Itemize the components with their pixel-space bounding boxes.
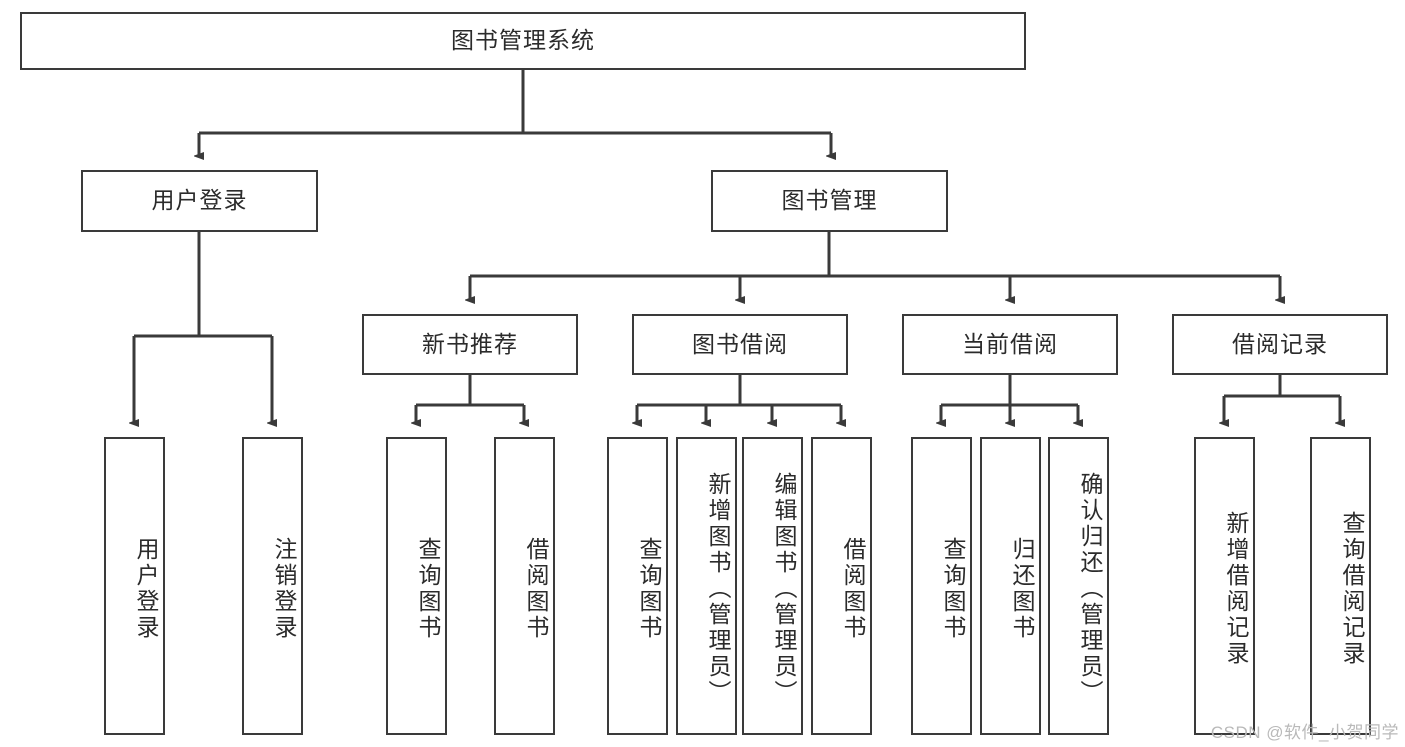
leaf-query-borrow-record[interactable]: 查询借阅记录 [1310, 437, 1371, 735]
node-label: 新增图书（管理员） [705, 472, 731, 706]
node-label: 确认归还（管理员） [1077, 472, 1103, 706]
node-label: 新书推荐 [422, 330, 518, 357]
node-label: 借阅图书 [840, 537, 866, 641]
csdn-watermark: CSDN @软件_小贺同学 [1210, 723, 1399, 742]
node-label: 图书管理系统 [451, 27, 595, 54]
node-label: 查询图书 [415, 537, 441, 641]
leaf-logout-login[interactable]: 注销登录 [242, 437, 303, 735]
node-label: 当前借阅 [962, 330, 1058, 357]
node-label: 用户登录 [151, 187, 248, 214]
leaf-add-borrow-record[interactable]: 新增借阅记录 [1194, 437, 1255, 735]
leaf-return-book[interactable]: 归还图书 [980, 437, 1041, 735]
leaf-query-book-borrow[interactable]: 查询图书 [607, 437, 668, 735]
leaf-user-login[interactable]: 用户登录 [104, 437, 165, 735]
node-label: 图书借阅 [692, 330, 788, 357]
leaf-borrow-book-recommend[interactable]: 借阅图书 [494, 437, 555, 735]
node-user-login[interactable]: 用户登录 [81, 170, 318, 232]
node-new-book-recommend[interactable]: 新书推荐 [362, 314, 578, 375]
node-label: 图书管理 [781, 187, 878, 214]
node-label: 借阅图书 [523, 537, 549, 641]
leaf-query-book-current[interactable]: 查询图书 [911, 437, 972, 735]
node-label: 查询图书 [940, 537, 966, 641]
node-label: 归还图书 [1009, 537, 1035, 641]
node-label: 注销登录 [271, 537, 297, 641]
node-label: 新增借阅记录 [1223, 511, 1249, 667]
node-label: 用户登录 [133, 537, 159, 641]
node-label: 编辑图书（管理员） [771, 472, 797, 706]
node-book-borrow[interactable]: 图书借阅 [632, 314, 848, 375]
leaf-edit-book-admin[interactable]: 编辑图书（管理员） [742, 437, 803, 735]
leaf-query-book-recommend[interactable]: 查询图书 [386, 437, 447, 735]
node-current-borrow[interactable]: 当前借阅 [902, 314, 1118, 375]
node-label: 查询借阅记录 [1339, 511, 1365, 667]
node-borrow-record[interactable]: 借阅记录 [1172, 314, 1388, 375]
node-label: 查询图书 [636, 537, 662, 641]
node-label: 借阅记录 [1232, 330, 1328, 357]
node-book-management[interactable]: 图书管理 [711, 170, 948, 232]
leaf-confirm-return-admin[interactable]: 确认归还（管理员） [1048, 437, 1109, 735]
leaf-add-book-admin[interactable]: 新增图书（管理员） [676, 437, 737, 735]
node-root-book-management-system[interactable]: 图书管理系统 [20, 12, 1026, 70]
leaf-borrow-book[interactable]: 借阅图书 [811, 437, 872, 735]
